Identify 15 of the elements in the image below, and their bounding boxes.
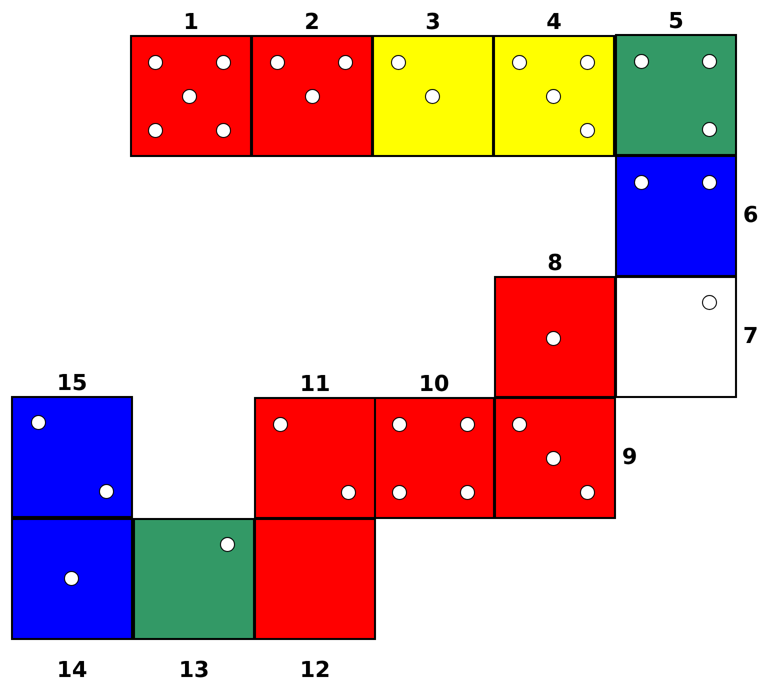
face-number: 6 (743, 205, 760, 227)
face-number: 1 (182, 12, 200, 34)
face-number: 11 (298, 374, 332, 396)
face-number: 7 (743, 326, 760, 348)
face-number: 3 (424, 12, 442, 34)
face-number: 8 (546, 253, 564, 275)
face-number: 12 (298, 660, 332, 682)
face-number: 9 (622, 447, 638, 469)
face-number: 13 (178, 660, 210, 682)
face-number: 15 (56, 373, 88, 395)
face-number: 5 (667, 11, 685, 33)
face-number: 14 (56, 660, 88, 682)
face-number: 2 (303, 12, 321, 34)
face-number: 10 (418, 374, 450, 396)
face-number: 4 (545, 12, 563, 34)
